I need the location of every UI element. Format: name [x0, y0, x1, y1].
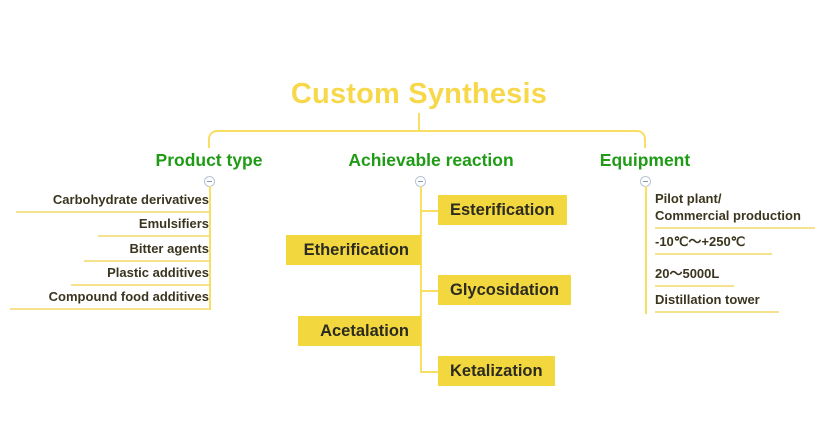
reaction-chip-etherification[interactable]: Etherification	[286, 235, 421, 265]
title-stem-line	[418, 113, 420, 131]
chip-connector-glycosidation	[420, 290, 438, 292]
reaction-chip-ketalization[interactable]: Ketalization	[438, 356, 555, 386]
list-item[interactable]: Plastic additives	[71, 265, 209, 286]
reaction-chip-acetalation[interactable]: Acetalation	[298, 316, 421, 346]
branch-header-achievable-reaction[interactable]: Achievable reaction	[348, 150, 514, 170]
list-item[interactable]: Emulsifiers	[98, 216, 209, 237]
list-item[interactable]: Bitter agents	[84, 241, 209, 262]
achievable-reaction-spine	[420, 186, 422, 372]
product-type-spine	[209, 186, 211, 310]
diagram-title: Custom Synthesis	[290, 78, 548, 110]
equipment-spine	[645, 186, 647, 314]
list-item[interactable]: 20～5000L	[655, 266, 734, 287]
list-item-line-2: Commercial production	[655, 208, 801, 223]
list-item-line-1: Pilot plant/	[655, 191, 722, 206]
chip-connector-esterification	[420, 210, 438, 212]
branch-header-equipment[interactable]: Equipment	[599, 150, 691, 170]
reaction-chip-glycosidation[interactable]: Glycosidation	[438, 275, 572, 305]
list-item[interactable]: Pilot plant/ Commercial production	[655, 190, 815, 229]
list-item[interactable]: Distillation tower	[655, 292, 779, 313]
branch-header-product-type[interactable]: Product type	[155, 150, 263, 170]
list-item[interactable]: Carbohydrate derivatives	[16, 192, 209, 213]
chip-connector-ketalization	[420, 371, 438, 373]
list-item[interactable]: Compound food additives	[10, 289, 209, 310]
branch-bracket	[208, 130, 646, 148]
list-item[interactable]: -10℃～+250℃	[655, 234, 772, 255]
reaction-chip-esterification[interactable]: Esterification	[438, 195, 567, 225]
